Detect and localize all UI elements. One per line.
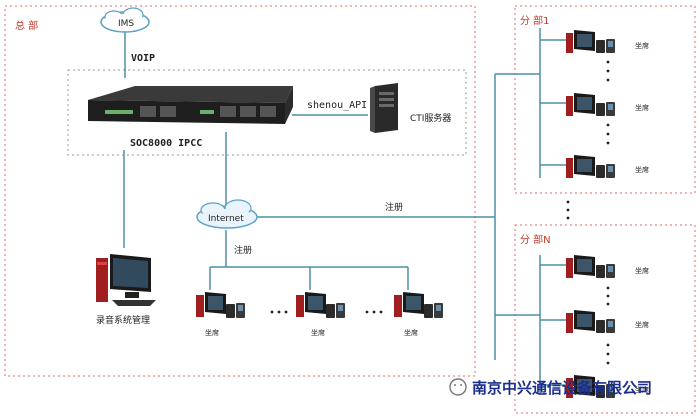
seat-label: 坐席 — [635, 103, 649, 112]
branch1-label: 分 部1 — [520, 14, 550, 27]
connection-lines — [123, 28, 566, 395]
branch1-boundary — [514, 5, 696, 194]
ellipsis-dots — [270, 310, 383, 314]
seat-label: 坐席 — [635, 41, 649, 50]
api-label: shenou_API — [307, 100, 367, 111]
ellipsis-dots — [566, 60, 610, 220]
seat-label: 坐席 — [635, 266, 649, 275]
wechat-watermark: 南京中兴通信设备有限公司 — [449, 378, 652, 397]
ellipsis-dots — [606, 286, 610, 365]
register-label-bottom: 注册 — [234, 244, 252, 256]
agent-seat — [566, 93, 615, 116]
agent-seat — [196, 292, 245, 318]
voip-label: VOIP — [131, 53, 155, 64]
agent-seat — [566, 375, 615, 398]
ims-label: IMS — [118, 19, 134, 29]
branchN-label: 分 部N — [520, 233, 551, 246]
internet-label: Internet — [208, 214, 244, 224]
register-label-top: 注册 — [385, 201, 403, 213]
seat-label: 坐席 — [635, 320, 649, 329]
agent-seat — [566, 30, 615, 53]
wechat-icon — [449, 378, 467, 396]
agent-seat — [394, 292, 443, 318]
agent-seat — [566, 310, 615, 333]
ipcc-label: SOC8000 IPCC — [130, 138, 202, 149]
cti-server-icon — [370, 83, 398, 133]
seat-label: 坐席 — [635, 165, 649, 174]
branchN-boundary — [514, 224, 696, 414]
internet-cloud-icon — [196, 199, 258, 229]
agent-seat — [296, 292, 345, 318]
watermark-text: 南京中兴通信设备有限公司 — [472, 379, 652, 397]
soc8000-device-icon — [88, 86, 293, 124]
agent-seat — [566, 155, 615, 178]
ipcc-boundary — [67, 69, 467, 156]
seat-label: 坐席 — [635, 385, 649, 394]
ims-cloud-icon — [100, 7, 150, 33]
recording-pc-icon — [96, 254, 156, 306]
hq-label: 总 部 — [15, 19, 38, 32]
hq-boundary — [4, 5, 476, 377]
recording-system-label: 录音系统管理 — [96, 314, 150, 326]
seat-label: 坐席 — [404, 328, 418, 337]
agent-seat — [566, 255, 615, 278]
seat-label: 坐席 — [311, 328, 325, 337]
seat-label: 坐席 — [205, 328, 219, 337]
cti-label: CTI服务器 — [410, 112, 451, 124]
